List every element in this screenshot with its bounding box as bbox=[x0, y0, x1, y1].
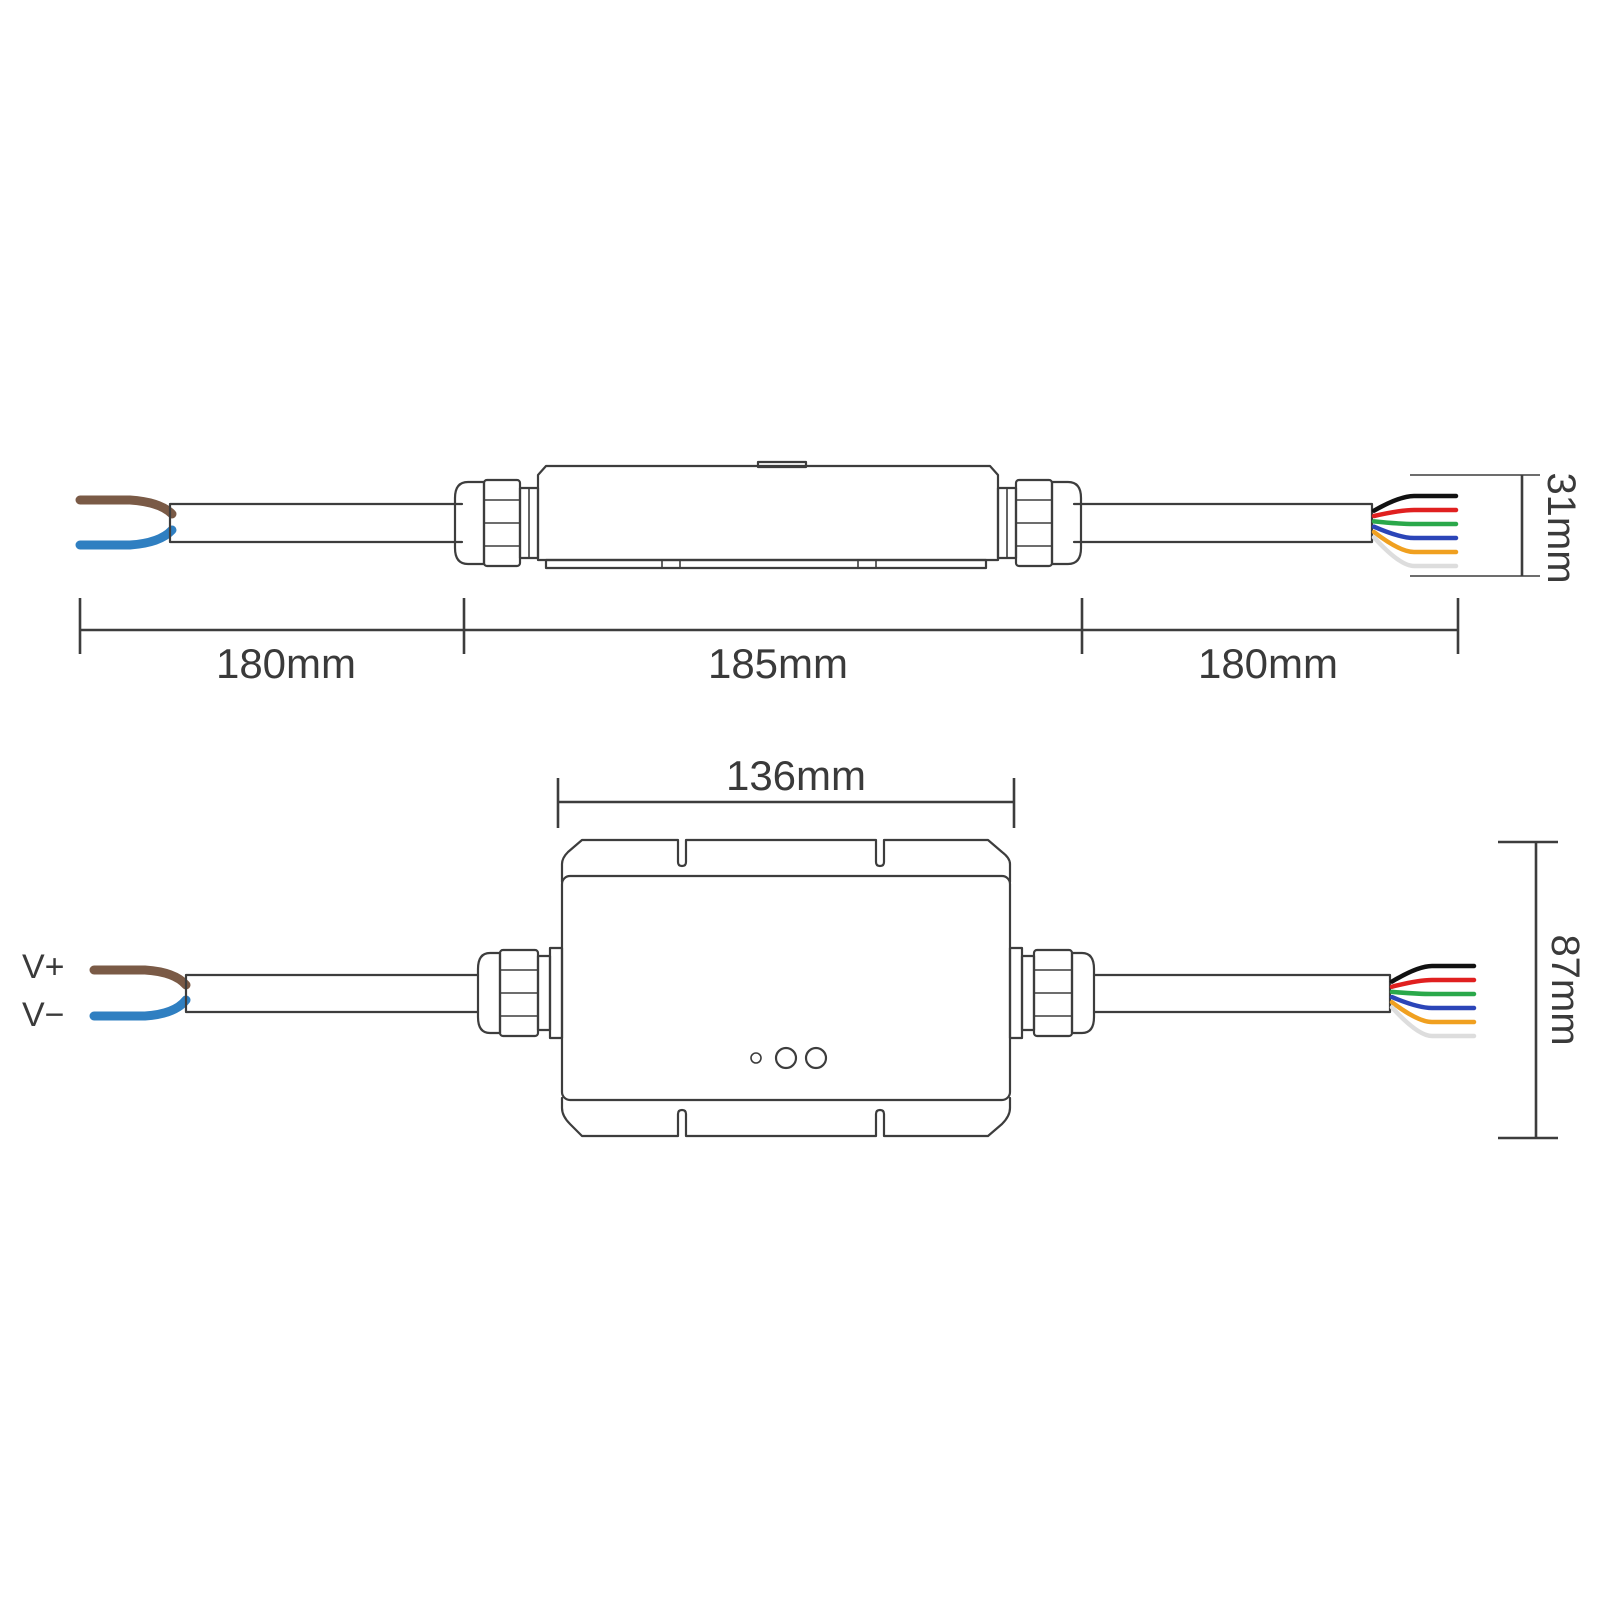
led-indicator bbox=[750, 1052, 762, 1064]
top-left-cable-gland bbox=[476, 946, 564, 1040]
output-wire bbox=[1371, 535, 1459, 569]
side-view: 31mm 180mm 185mm 180mm bbox=[75, 460, 1583, 687]
input-wires bbox=[75, 495, 177, 550]
output-wire bbox=[1389, 963, 1477, 984]
left-cable-gland bbox=[453, 478, 540, 568]
output-wire bbox=[1371, 493, 1459, 513]
v-plus-label: V+ bbox=[22, 948, 65, 986]
blue-wire bbox=[89, 995, 191, 1021]
brown-wire bbox=[75, 495, 177, 519]
width-label: 136mm bbox=[726, 752, 866, 799]
top-output-wires bbox=[1389, 963, 1477, 1039]
blue-wire bbox=[75, 525, 177, 550]
output-wire bbox=[1371, 524, 1459, 541]
button-1[interactable] bbox=[774, 1046, 798, 1070]
top-output-cable bbox=[1092, 973, 1392, 1014]
top-body bbox=[560, 838, 1012, 1138]
top-input-cable bbox=[184, 973, 480, 1014]
output-wire bbox=[1389, 989, 1477, 997]
output-wires bbox=[1371, 493, 1459, 569]
output-wire bbox=[1389, 1005, 1477, 1039]
output-wire bbox=[1389, 994, 1477, 1011]
top-height-dimension: 87mm bbox=[1498, 840, 1587, 1140]
width-dimension: 136mm bbox=[556, 752, 1016, 828]
output-wire bbox=[1389, 1000, 1477, 1025]
brown-wire bbox=[89, 965, 191, 990]
top-view: 136mm V+ V− bbox=[22, 752, 1587, 1140]
top-right-cable-gland bbox=[1008, 946, 1096, 1040]
v-minus-label: V− bbox=[22, 996, 65, 1034]
output-wire bbox=[1371, 507, 1459, 519]
height-label: 31mm bbox=[1539, 472, 1583, 583]
side-body bbox=[536, 460, 1000, 570]
top-input-wires bbox=[89, 965, 191, 1021]
right-cable-gland bbox=[996, 478, 1083, 568]
right-cable-length-label: 180mm bbox=[1198, 640, 1338, 687]
top-height-label: 87mm bbox=[1543, 934, 1587, 1045]
output-wire bbox=[1389, 977, 1477, 989]
left-cable-length-label: 180mm bbox=[216, 640, 356, 687]
length-dimension: 180mm 185mm 180mm bbox=[78, 598, 1460, 687]
output-wire bbox=[1371, 519, 1459, 527]
input-cable bbox=[168, 502, 464, 544]
output-cable bbox=[1072, 502, 1374, 544]
output-wire bbox=[1371, 529, 1459, 555]
button-2[interactable] bbox=[804, 1046, 828, 1070]
body-length-label: 185mm bbox=[708, 640, 848, 687]
height-dimension: 31mm bbox=[1410, 472, 1583, 584]
